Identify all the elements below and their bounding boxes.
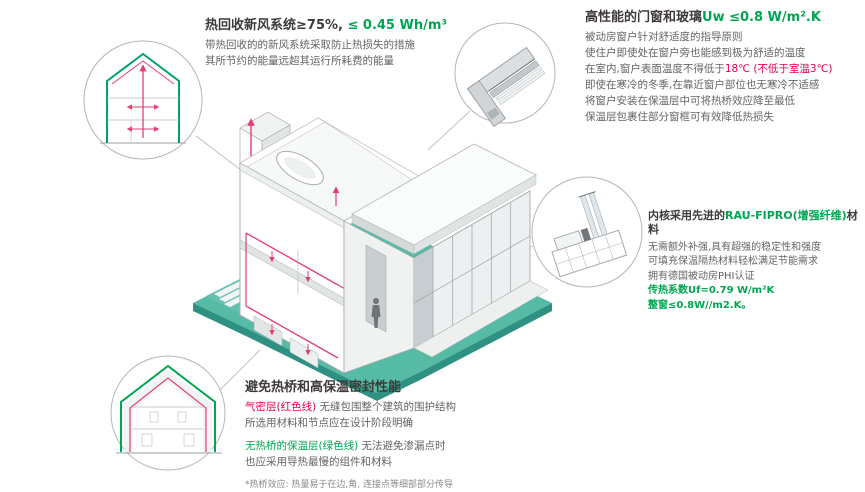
ventilation-line-1: 带热回收的的新风系统采取防止热损失的措施	[205, 39, 415, 52]
thermal-line-2: 所选用材料和节点应在设计阶段明确	[245, 417, 413, 430]
profile-title-post: 材料	[648, 209, 858, 237]
thermal-footnote: *热桥效应: 热量易于在边,角, 连接点等细部部分传导	[245, 480, 453, 491]
deck	[413, 280, 549, 358]
ventilation-line-2: 其所节约的能量远超其运行所耗费的能量	[205, 55, 394, 68]
thermal-callout-text: 避免热桥和高保温密封性能 气密层(红色线) 无缝包围整个建筑的围护结构 所选用材…	[245, 380, 595, 490]
windows-callout-text: 高性能的门窗和玻璃Uw ≤0.8 W/m².K 被动房窗户针对舒适度的指导原则 …	[585, 10, 861, 126]
profile-line-2: 可填充保温隔热材料轻松满足节能需求	[648, 256, 818, 268]
profile-callout-text: 内核采用先进的RAU-FIPRO(增强纤维)材料 无需额外补强,具有超强的稳定性…	[648, 209, 864, 313]
profile-line-1: 无需额外补强,具有超强的稳定性和强度	[648, 241, 822, 253]
vent-arrows	[126, 64, 160, 138]
kitchen-counter	[253, 315, 283, 347]
upper-floor-bathroom	[239, 117, 423, 222]
windows-line-3-temp: 18℃	[724, 63, 750, 76]
callout-thermal-envelope-illustration	[110, 355, 226, 471]
thermal-airtight-text: 无缝包围整个建筑的围护结构	[316, 401, 457, 414]
person-figure	[371, 298, 381, 328]
windows-line-3-pre: 在室内,窗户表面温度不得低于	[585, 63, 725, 76]
windows-line-3-note: (不低于室温3℃)	[750, 63, 833, 76]
cutaway-section	[239, 162, 357, 374]
profile-title-pre: 内核采用先进的	[648, 209, 725, 222]
ventilation-callout-text: 热回收新风系统≥75%, ≤ 0.45 Wh/m³ 带热回收的的新风系统采取防止…	[205, 18, 473, 70]
profile-title-brand: RAU-FIPRO(增强纤维)	[725, 209, 847, 222]
insulation-green-line	[120, 364, 216, 452]
callout-window-corner-illustration	[454, 22, 556, 128]
profile-line-3: 拥有德国被动房PHI认证	[648, 270, 755, 282]
callout-window-profile-illustration	[531, 176, 643, 288]
thermal-insulation-label: 无热桥的保温层(绿色线)	[245, 440, 359, 453]
thermal-airtight-line: 气密层(红色线) 无缝包围整个建筑的围护结构	[245, 400, 595, 416]
thermal-insulation-line: 无热桥的保温层(绿色线) 无法避免渗漏点时	[245, 439, 595, 455]
ventilation-title: 热回收新风系统≥75%, ≤ 0.45 Wh/m³	[205, 18, 473, 34]
profile-stat-uf: 传热系数Uf=0.79 W/m²K	[648, 285, 775, 297]
callout-ventilation-illustration	[83, 40, 203, 160]
vent-ducts	[245, 232, 357, 359]
windows-line-3: 在室内,窗户表面温度不得低于18℃ (不低于室温3℃)	[585, 62, 861, 78]
thermal-title: 避免热桥和高保温密封性能	[245, 380, 402, 395]
ventilation-title-value: ≤ 0.45 Wh/m³	[342, 18, 448, 33]
windows-title-value: Uw ≤0.8 W/m².K	[702, 10, 821, 25]
thermal-insulation-text: 无法避免渗漏点时	[358, 440, 446, 453]
ventilation-title-main: 热回收新风系统≥75%,	[205, 18, 343, 33]
windows-line-2: 使住户即使处在窗户旁也能感到极为舒适的温度	[585, 47, 806, 60]
doorway	[365, 244, 387, 333]
profile-stat-uw: 整窗≤0.8W//m2.K。	[648, 299, 752, 311]
glass-wing	[343, 143, 549, 374]
windows-line-1: 被动房窗户针对舒适度的指导原则	[585, 31, 743, 44]
windows-line-4: 即使在寒冷的冬季,在靠近窗户部位也无寒冷不适感	[585, 79, 820, 92]
windows-line-6: 保温层包裹住部分窗框可有效降低热损失	[585, 111, 774, 124]
profile-title: 内核采用先进的RAU-FIPRO(增强纤维)材料	[648, 209, 864, 238]
furniture-box	[289, 337, 319, 369]
windows-title-main: 高性能的门窗和玻璃	[585, 10, 703, 25]
windows-title: 高性能的门窗和玻璃Uw ≤0.8 W/m².K	[585, 10, 861, 26]
mullions	[413, 203, 531, 337]
thermal-airtight-label: 气密层(红色线)	[245, 401, 317, 414]
thermal-line-4: 也应采用导热最慢的组件和材料	[245, 456, 392, 469]
main-house-illustration	[193, 111, 552, 401]
airtight-red-line	[129, 377, 207, 452]
windows-line-5: 将窗户安装在保温层中可将热桥效应降至最低	[585, 95, 795, 108]
